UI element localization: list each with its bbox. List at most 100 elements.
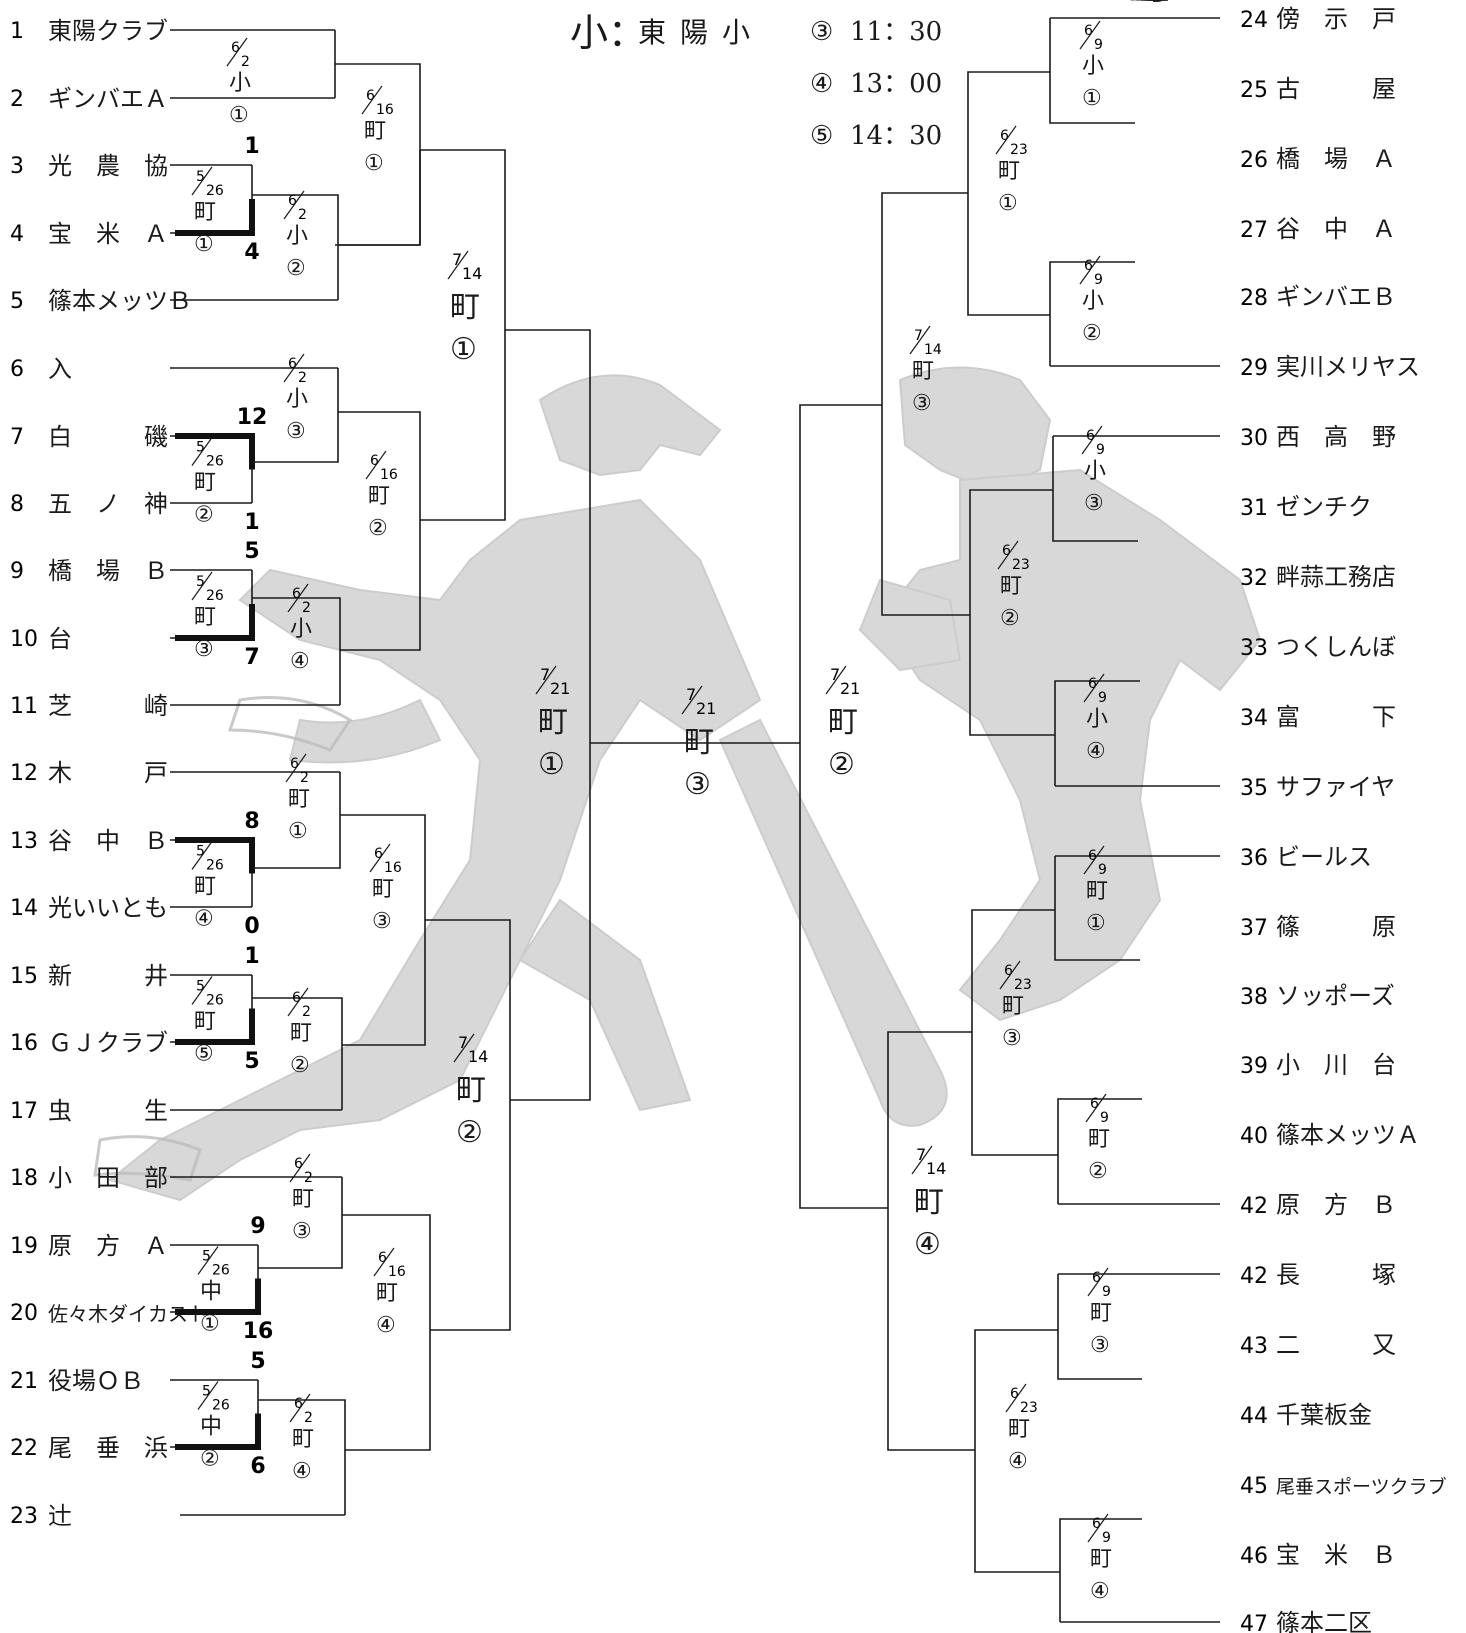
date-slash xyxy=(535,665,557,695)
team-name-left: ギンバエＡ xyxy=(48,85,168,113)
team-number-right: 29 xyxy=(1240,356,1268,381)
game-venue: 小 xyxy=(1150,0,1172,6)
game-venue: 小 xyxy=(229,71,251,96)
game-date-day: 26 xyxy=(1162,0,1180,4)
date-slash xyxy=(1087,1513,1109,1543)
game-date-day: 26 xyxy=(206,183,224,199)
game-date-month: 7 xyxy=(914,328,923,344)
game-date-day: 16 xyxy=(384,860,402,876)
game-date-month: 5 xyxy=(196,169,205,185)
game-date-day: 9 xyxy=(1100,1110,1109,1126)
game-date-day: 23 xyxy=(1010,142,1028,158)
score-bottom: 5 xyxy=(244,1049,259,1074)
team-number-right: 43 xyxy=(1240,1334,1268,1359)
game-slot: ④ xyxy=(1150,0,1170,6)
team-name-right: 原 方 Ｂ xyxy=(1276,1191,1396,1219)
team-name-right: 橋 場 Ａ xyxy=(1276,145,1396,173)
game-slot: ① xyxy=(194,232,214,257)
team-number-right: 46 xyxy=(1240,1544,1268,1569)
team-name-left: 木 戸 xyxy=(48,759,168,787)
date-slash xyxy=(1083,845,1105,875)
date-slash xyxy=(369,843,391,873)
score-bottom: 2 xyxy=(1132,0,1147,6)
game-venue: 町 xyxy=(1090,1301,1112,1326)
score-top: 1 xyxy=(1125,0,1140,6)
team-name-right: 実川メリヤス xyxy=(1276,353,1420,381)
team-number-left: 8 xyxy=(10,492,24,517)
game-date-month: 6 xyxy=(1088,848,1097,864)
game-date-month: 5 xyxy=(1152,0,1161,4)
game-date-month: 6 xyxy=(374,846,383,862)
game-venue: 小 xyxy=(1082,289,1104,314)
team-number-right: 35 xyxy=(1240,776,1268,801)
date-slash xyxy=(226,37,248,67)
game-venue: 町 xyxy=(828,705,858,740)
game-slot: ① xyxy=(538,747,565,782)
team-name-left: 東陽クラブ xyxy=(48,17,168,45)
winner-path-left xyxy=(175,837,255,874)
game-slot: ④ xyxy=(292,1459,312,1484)
date-slash xyxy=(1081,425,1103,455)
team-number-left: 5 xyxy=(10,289,24,314)
team-name-right: ソッポーズ xyxy=(1276,982,1395,1010)
game-date-month: 6 xyxy=(370,453,379,469)
game-slot: ① xyxy=(229,103,249,128)
team-name-right: 傍 示 戸 xyxy=(1276,5,1396,33)
game-slot: ① xyxy=(288,819,308,844)
game-slot: ① xyxy=(1082,86,1102,111)
date-slash xyxy=(197,1381,219,1410)
game-date-day: 2 xyxy=(298,370,307,386)
team-number-left: 4 xyxy=(10,222,24,247)
team-name-left: 白 磯 xyxy=(48,423,168,451)
date-slash xyxy=(197,1246,219,1275)
date-slash xyxy=(681,685,703,715)
game-venue: 中 xyxy=(200,1280,222,1305)
game-date-day: 2 xyxy=(300,770,309,786)
game-date-day: 26 xyxy=(212,1263,230,1279)
game-date-day: 26 xyxy=(1162,0,1180,4)
date-slash xyxy=(1087,1267,1109,1297)
game-date-day: 9 xyxy=(1096,442,1105,458)
team-number-left: 2 xyxy=(10,87,24,112)
game-date-month: 6 xyxy=(1010,1386,1019,1402)
date-slash xyxy=(453,1033,475,1063)
date-slash xyxy=(447,250,469,280)
game-venue: 中 xyxy=(200,1415,222,1440)
team-number-right: 31 xyxy=(1240,496,1268,521)
game-date-month: 6 xyxy=(1084,23,1093,39)
team-number-right: 28 xyxy=(1240,286,1268,311)
game-date-day: 16 xyxy=(380,467,398,483)
game-date-month: 6 xyxy=(1088,676,1097,692)
game-date-month: 5 xyxy=(1145,0,1154,4)
game-slot: ② xyxy=(200,1447,220,1472)
team-name-right: 篠本二区 xyxy=(1276,1609,1372,1633)
game-venue: 町 xyxy=(194,605,216,630)
game-venue: 町 xyxy=(456,1073,486,1108)
team-name-right: 篠 原 xyxy=(1276,913,1396,941)
team-number-left: 14 xyxy=(10,896,38,921)
date-slash xyxy=(191,571,213,601)
game-venue: 中 xyxy=(1143,0,1165,6)
game-date-day: 26 xyxy=(1155,0,1173,4)
game-venue: 町 xyxy=(914,1185,944,1220)
game-venue: 町 xyxy=(684,725,714,760)
game-slot: ② xyxy=(1000,606,1020,631)
date-slash xyxy=(287,583,309,613)
team-number-left: 11 xyxy=(10,694,38,719)
game-venue: 町 xyxy=(288,787,310,812)
team-number-left: 21 xyxy=(10,1369,38,1394)
date-slash xyxy=(373,1247,395,1277)
game-venue: 町 xyxy=(194,200,216,225)
team-name-right: 二 又 xyxy=(1276,1331,1396,1359)
team-number-left: 18 xyxy=(10,1166,38,1191)
score-bottom: 4 xyxy=(244,240,259,265)
legend-venue-key: 小： xyxy=(570,11,646,55)
game-date-month: 6 xyxy=(378,1250,387,1266)
team-name-left: 辻 xyxy=(48,1502,72,1530)
game-date-month: 5 xyxy=(1145,0,1154,4)
game-slot: ③ xyxy=(286,419,306,444)
team-number-left: 1 xyxy=(10,19,24,44)
score-top: 5 xyxy=(244,539,259,564)
game-venue: 町 xyxy=(368,484,390,509)
team-name-left: 谷 中 Ｂ xyxy=(48,827,168,855)
